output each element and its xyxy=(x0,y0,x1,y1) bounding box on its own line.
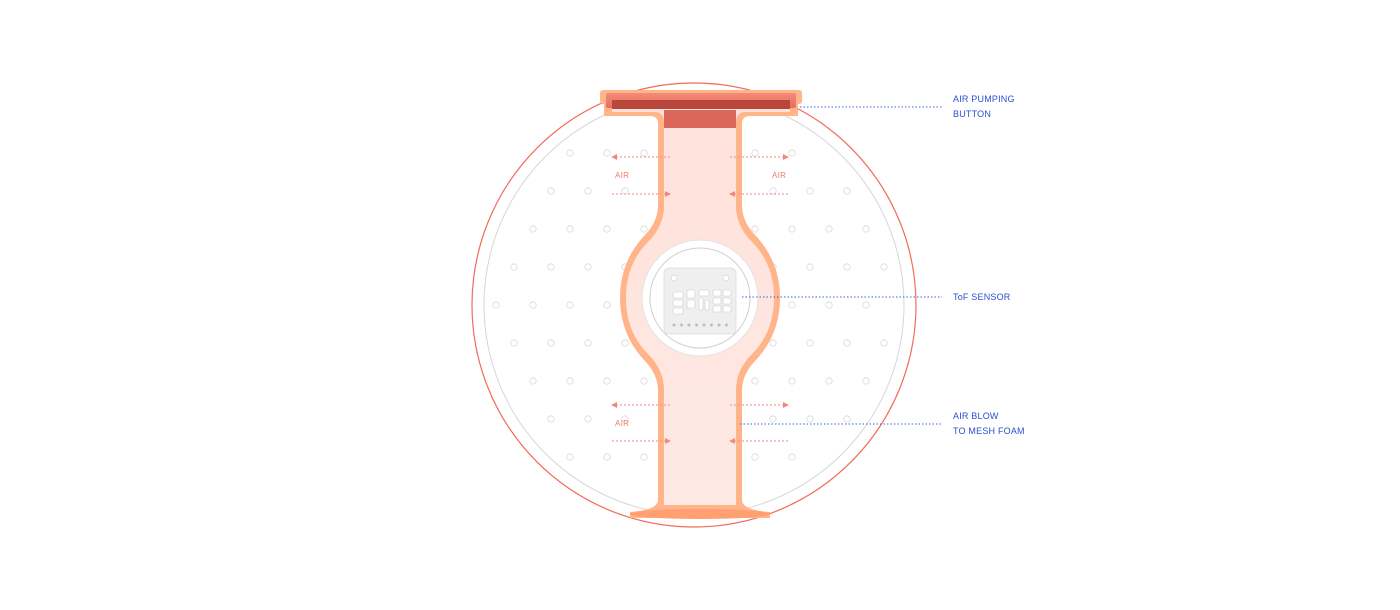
mesh-hole xyxy=(788,225,796,233)
mesh-hole xyxy=(769,339,777,347)
chip-pin xyxy=(725,323,728,327)
mesh-hole xyxy=(880,339,888,347)
mesh-hole xyxy=(825,301,833,309)
mesh-hole xyxy=(621,415,629,423)
mesh-holes xyxy=(492,149,888,461)
chip-pad xyxy=(672,307,684,315)
chip-pad xyxy=(672,291,684,299)
mesh-hole xyxy=(603,453,611,461)
mesh-hole xyxy=(788,301,796,309)
chip-pad xyxy=(704,299,710,311)
mesh-hole xyxy=(510,339,518,347)
mesh-hole xyxy=(566,301,574,309)
mesh-hole xyxy=(547,339,555,347)
chip-pin xyxy=(710,323,713,327)
mesh-hole xyxy=(566,225,574,233)
mesh-hole xyxy=(788,453,796,461)
mesh-hole xyxy=(566,453,574,461)
chip-pin xyxy=(680,323,683,327)
chip-pad xyxy=(722,289,732,297)
chip-pin xyxy=(695,323,698,327)
callout-blow-line2: TO MESH FOAM xyxy=(953,426,1025,436)
mesh-hole xyxy=(843,339,851,347)
callout-pump-line2: BUTTON xyxy=(953,109,992,119)
chip-pad xyxy=(672,299,684,307)
chip-pad xyxy=(722,297,732,305)
mesh-hole xyxy=(806,187,814,195)
mesh-hole xyxy=(584,415,592,423)
mesh-hole xyxy=(806,263,814,271)
mesh-hole xyxy=(584,263,592,271)
mesh-hole xyxy=(751,377,759,385)
mesh-hole xyxy=(621,187,629,195)
mesh-hole xyxy=(603,377,611,385)
chip-pad xyxy=(686,299,696,309)
mesh-hole xyxy=(603,149,611,157)
tof-sensor-chip xyxy=(663,267,737,335)
callout-pump-line1: AIR PUMPING xyxy=(953,94,1015,104)
mesh-hole xyxy=(862,377,870,385)
air-label-top-right: AIR xyxy=(772,171,787,180)
mesh-hole xyxy=(843,415,851,423)
mesh-hole xyxy=(862,301,870,309)
mesh-hole xyxy=(825,377,833,385)
bottom-base xyxy=(630,509,770,519)
mesh-hole xyxy=(603,225,611,233)
mesh-hole xyxy=(843,187,851,195)
chip-pin xyxy=(702,323,706,327)
chip-pin xyxy=(717,323,721,327)
air-pumping-button xyxy=(600,90,802,128)
chip-pad xyxy=(712,289,722,297)
chip-pad xyxy=(712,297,722,305)
callout-air-pumping-button: AIR PUMPING BUTTON xyxy=(953,92,1015,122)
mesh-hole xyxy=(529,377,537,385)
outer-housing-outline xyxy=(471,82,917,528)
chip-pin xyxy=(687,323,691,327)
air-label-bottom-left: AIR xyxy=(615,419,630,428)
mesh-hole xyxy=(529,301,537,309)
mesh-hole xyxy=(788,149,796,157)
mesh-hole xyxy=(547,263,555,271)
mesh-hole xyxy=(640,149,648,157)
air-label-top-left: AIR xyxy=(615,171,630,180)
mesh-hole xyxy=(769,187,777,195)
mesh-hole xyxy=(806,339,814,347)
chip-pad xyxy=(698,289,710,297)
chip-pin xyxy=(672,323,676,327)
mesh-hole xyxy=(751,225,759,233)
mesh-hole xyxy=(566,149,574,157)
callout-blow-line1: AIR BLOW xyxy=(953,411,999,421)
mesh-hole xyxy=(492,301,500,309)
chip-pad xyxy=(698,297,704,311)
mesh-hole xyxy=(640,453,648,461)
callout-tof-sensor: ToF SENSOR xyxy=(953,292,1011,302)
mesh-hole xyxy=(547,415,555,423)
mesh-hole xyxy=(825,225,833,233)
mesh-hole xyxy=(862,225,870,233)
chip-pad xyxy=(722,305,732,313)
mesh-hole xyxy=(584,339,592,347)
mesh-hole xyxy=(640,225,648,233)
mesh-hole xyxy=(880,263,888,271)
mesh-hole xyxy=(843,263,851,271)
mesh-hole xyxy=(621,339,629,347)
mesh-hole xyxy=(788,377,796,385)
mesh-hole xyxy=(751,149,759,157)
mesh-hole xyxy=(751,453,759,461)
chip-pad xyxy=(686,289,696,299)
mesh-hole xyxy=(584,187,592,195)
mesh-hole xyxy=(566,377,574,385)
mesh-hole xyxy=(640,377,648,385)
chip-pad xyxy=(712,305,722,313)
airflow-arrows xyxy=(611,154,789,444)
mesh-hole xyxy=(806,415,814,423)
mesh-hole xyxy=(510,263,518,271)
mesh-hole xyxy=(769,415,777,423)
mesh-hole xyxy=(603,301,611,309)
callout-air-blow: AIR BLOW TO MESH FOAM xyxy=(953,409,1025,439)
mesh-hole xyxy=(529,225,537,233)
mesh-hole xyxy=(547,187,555,195)
